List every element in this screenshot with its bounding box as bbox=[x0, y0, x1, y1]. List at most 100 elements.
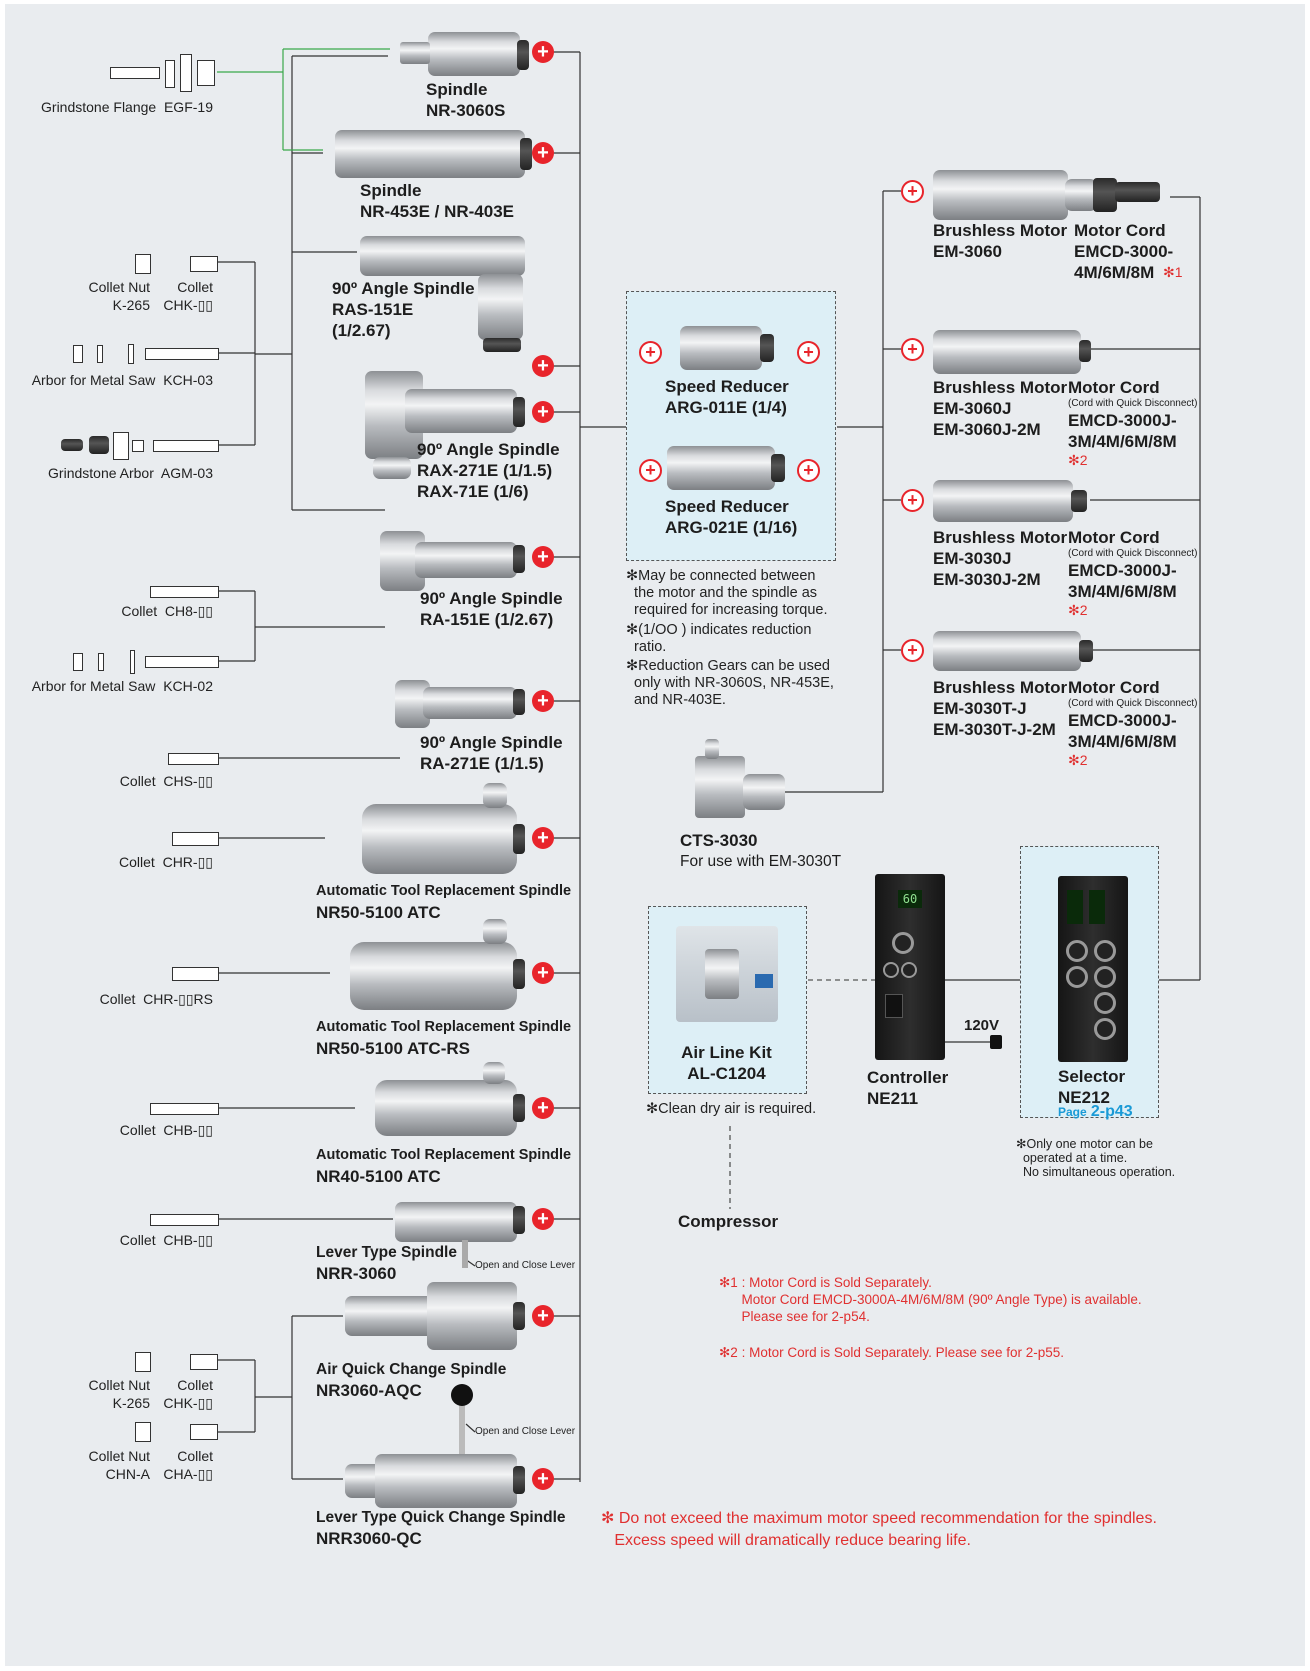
collet-chs-icon bbox=[168, 753, 219, 765]
collet-icon bbox=[190, 1424, 218, 1440]
accessory-agm03-label: Grindstone Arbor AGM-03 bbox=[48, 465, 213, 481]
motor-cord-label: Motor Cord(Cord with Quick Disconnect)EM… bbox=[1068, 528, 1198, 618]
connect-plus-icon: + bbox=[532, 1208, 554, 1230]
grindstone-arbor-icon bbox=[153, 440, 219, 452]
connect-plus-icon: + bbox=[532, 401, 554, 423]
voltage-label: 120V bbox=[964, 1017, 1000, 1034]
accessory-chrrs-label: Collet CHR-▯▯RS bbox=[99, 991, 213, 1007]
motor-cord-label: Motor Cord(Cord with Quick Disconnect)EM… bbox=[1068, 678, 1198, 768]
accessory-collet-label: Collet CHK-▯▯ bbox=[163, 279, 213, 313]
saw-arbor-icon bbox=[145, 348, 219, 360]
collet-icon bbox=[190, 1354, 218, 1370]
connect-plus-icon: + bbox=[639, 341, 662, 364]
footnote-1: ✻1 : Motor Cord is Sold Separately. Moto… bbox=[719, 1275, 1142, 1324]
motor-cord-label: Motor Cord(Cord with Quick Disconnect)EM… bbox=[1068, 378, 1198, 468]
accessory-chb-label: Collet CHB-▯▯ bbox=[119, 1232, 213, 1248]
accessory-collet-label: Collet CHK-▯▯ bbox=[163, 1377, 213, 1411]
motor-em3030tj-image bbox=[933, 631, 1081, 671]
connect-plus-icon: + bbox=[532, 827, 554, 849]
airline-note: ✻Clean dry air is required. bbox=[646, 1101, 817, 1117]
accessory-colletnut-label: Collet Nut K-265 bbox=[88, 1377, 150, 1411]
connect-plus-icon: + bbox=[532, 1097, 554, 1119]
accessory-kch02-label: Arbor for Metal Saw KCH-02 bbox=[31, 678, 213, 694]
connect-plus-icon: + bbox=[797, 459, 820, 482]
connect-plus-icon: + bbox=[639, 459, 662, 482]
reducer-note: ✻(1/OO ) indicates reduction ratio. bbox=[626, 622, 812, 655]
lever-label: Open and Close Lever bbox=[475, 1260, 576, 1271]
spindle-nr50atcrs-image bbox=[350, 942, 517, 1010]
motor-em3060-image bbox=[933, 170, 1068, 220]
collet-chr-icon bbox=[172, 832, 219, 846]
collet-chb-icon bbox=[150, 1103, 219, 1115]
connect-plus-icon: + bbox=[901, 489, 924, 512]
controller-display: 60 bbox=[898, 890, 922, 908]
saw-arbor-icon bbox=[145, 656, 219, 668]
speed-reducer-arg021-image bbox=[667, 446, 775, 490]
connect-plus-icon: + bbox=[532, 1468, 554, 1490]
flange-bolt-icon bbox=[110, 67, 160, 79]
collet-nut-icon bbox=[135, 1352, 151, 1372]
spindle-ras151e-image bbox=[360, 236, 525, 276]
flange-nut-icon bbox=[197, 60, 215, 86]
power-plug-icon bbox=[990, 1035, 1002, 1049]
connect-plus-icon: + bbox=[797, 341, 820, 364]
collet-chrrs-icon bbox=[172, 967, 219, 981]
spindle-nrr3060-image bbox=[395, 1202, 517, 1242]
connect-plus-icon: + bbox=[901, 338, 924, 361]
flange-disc-icon bbox=[180, 54, 192, 92]
accessory-collet-label: Collet CHA-▯▯ bbox=[163, 1448, 213, 1482]
accessory-chb-label: Collet CHB-▯▯ bbox=[119, 1122, 213, 1138]
cts3030-image bbox=[695, 756, 745, 818]
connect-plus-icon: + bbox=[532, 1305, 554, 1327]
spindle-nr3060s-image bbox=[428, 32, 520, 76]
connect-plus-icon: + bbox=[532, 355, 554, 377]
connect-plus-icon: + bbox=[532, 690, 554, 712]
accessory-kch03-label: Arbor for Metal Saw KCH-03 bbox=[31, 372, 213, 388]
collet-chb-icon bbox=[150, 1214, 219, 1226]
spindle-nr40atc-image bbox=[375, 1080, 517, 1136]
motor-em3030j-image bbox=[933, 480, 1073, 522]
selector-note: ✻Only one motor can be operated at a tim… bbox=[1016, 1137, 1176, 1179]
accessory-chs-label: Collet CHS-▯▯ bbox=[119, 773, 213, 789]
compressor-label: Compressor bbox=[678, 1212, 779, 1231]
speed-warning: ✻ Do not exceed the maximum motor speed … bbox=[601, 1510, 1157, 1549]
connect-plus-icon: + bbox=[532, 546, 554, 568]
accessory-ch8-label: Collet CH8-▯▯ bbox=[121, 603, 213, 619]
motor-em3060j-image bbox=[933, 330, 1081, 374]
spindle-nr50atc-image bbox=[362, 804, 517, 874]
accessory-colletnut-label: Collet Nut K-265 bbox=[88, 279, 150, 313]
connect-plus-icon: + bbox=[532, 142, 554, 164]
lever-label: Open and Close Lever bbox=[475, 1426, 576, 1437]
accessory-colletnut-label: Collet Nut CHN-A bbox=[88, 1448, 150, 1482]
connect-plus-icon: + bbox=[532, 962, 554, 984]
collet-nut-icon bbox=[135, 1422, 151, 1442]
collet-ch8-icon bbox=[150, 586, 219, 598]
reducer-note: ✻May be connected between the motor and … bbox=[626, 568, 828, 618]
collet-nut-icon bbox=[135, 254, 151, 274]
connection-lines bbox=[217, 48, 1201, 1482]
connect-plus-icon: + bbox=[901, 639, 924, 662]
selector-page-link[interactable]: Page 2-p43 bbox=[1058, 1103, 1133, 1120]
reducer-note: ✻Reduction Gears can be used only with N… bbox=[626, 658, 834, 708]
